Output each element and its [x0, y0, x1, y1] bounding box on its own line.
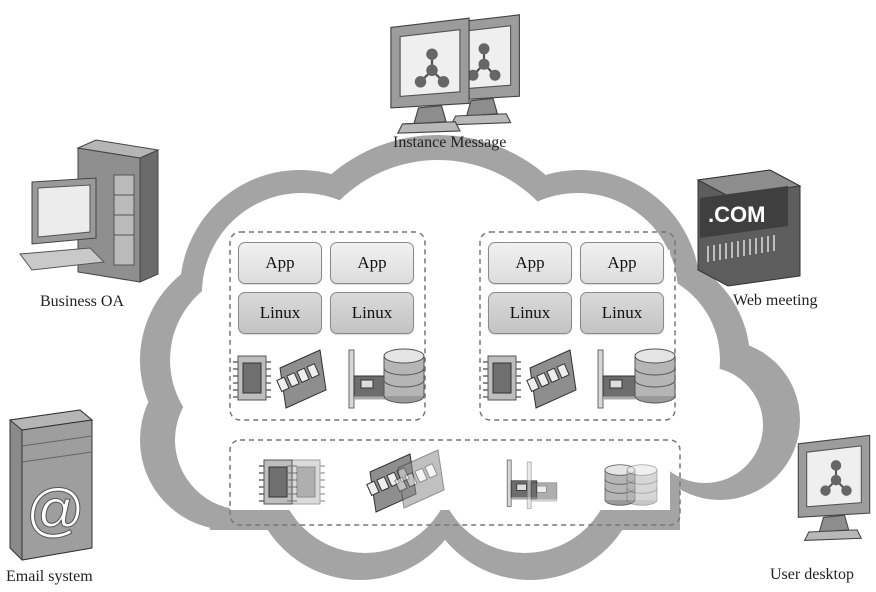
instance-message-label: Instance Message: [393, 134, 507, 151]
dotcom-label: .COM: [708, 202, 765, 227]
email-system-label: Email system: [6, 568, 93, 585]
web-server-icon: .COM: [696, 169, 802, 287]
storage-disk-icon: [604, 464, 658, 506]
user-desktop-label: User desktop: [770, 566, 854, 583]
storage-disk-icon: [634, 348, 676, 404]
app-box: App: [488, 242, 572, 284]
dual-monitor-icon: [390, 14, 520, 134]
storage-disk-icon: [383, 348, 425, 404]
app-box: App: [330, 242, 414, 284]
vm-group-left-border: [229, 231, 426, 421]
desktop-computer-icon: [19, 139, 160, 283]
app-box: App: [238, 242, 322, 284]
web-meeting-label: Web meeting: [733, 292, 818, 309]
business-oa-label: Business OA: [40, 293, 125, 310]
cpu-icon: [258, 459, 326, 505]
cpu-icon: [232, 355, 272, 401]
cpu-icon: [482, 355, 522, 401]
vm-group-right-border: [479, 231, 676, 421]
linux-box: Linux: [238, 292, 322, 334]
linux-box: Linux: [580, 292, 664, 334]
email-server-icon: @: [8, 409, 94, 561]
app-box: App: [580, 242, 664, 284]
linux-box: Linux: [488, 292, 572, 334]
linux-box: Linux: [330, 292, 414, 334]
resource-pool-border: [229, 439, 681, 526]
monitor-icon: [797, 434, 871, 541]
svg-text:@: @: [26, 478, 85, 543]
